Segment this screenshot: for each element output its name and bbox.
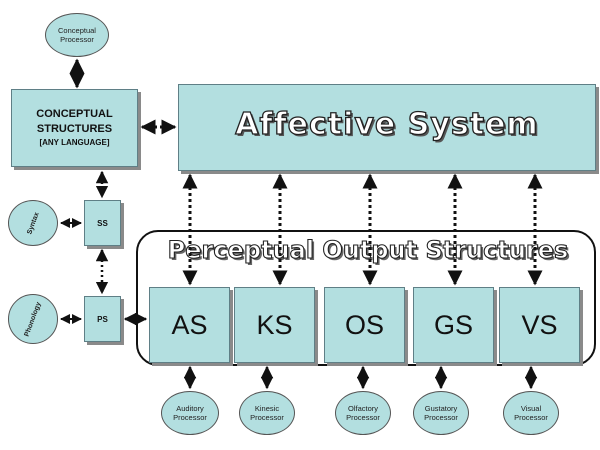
phonology-label: Phonology: [23, 300, 43, 338]
output-label-as: AS: [171, 309, 208, 340]
output-box-ks: KS: [234, 287, 315, 363]
ss-label: SS: [97, 218, 108, 228]
syntax-node: Syntax: [8, 200, 58, 246]
output-label-os: OS: [344, 309, 384, 340]
conceptual-structures-title: CONCEPTUAL STRUCTURES: [36, 108, 113, 135]
conceptual-structures-subtitle: [ANY LANGUAGE]: [39, 138, 110, 147]
syntax-label: Syntax: [25, 211, 41, 235]
output-label-gs: GS: [433, 309, 473, 340]
ps-box: PS: [84, 296, 121, 342]
output-box-as: AS: [149, 287, 230, 363]
kinesic-processor-line-2: Processor: [250, 413, 284, 422]
visual-processor-line-1: Visual: [520, 404, 542, 413]
kinesic-processor-line-1: Kinesic: [254, 404, 280, 413]
output-box-os: OS: [324, 287, 405, 363]
olfactory-processor-line-2: Processor: [346, 413, 380, 422]
ps-label: PS: [97, 314, 108, 324]
conceptual-structures-box: CONCEPTUAL STRUCTURES [ANY LANGUAGE]: [11, 89, 138, 167]
output-box-gs: GS: [413, 287, 494, 363]
affective-system-box: Affective System: [178, 84, 596, 171]
ss-box: SS: [84, 200, 121, 246]
gustatory-processor-line-2: Processor: [424, 413, 458, 422]
phonology-node: Phonology: [8, 294, 58, 344]
auditory-processor-line-2: Processor: [173, 413, 207, 422]
auditory-processor-line-1: Auditory: [176, 404, 204, 413]
output-box-vs: VS: [499, 287, 580, 363]
conceptual-processor-line-1: Conceptual: [58, 26, 96, 35]
conceptual-processor-line-2: Processor: [60, 35, 94, 44]
output-label-ks: KS: [256, 309, 293, 340]
output-label-vs: VS: [521, 309, 558, 340]
olfactory-processor-line-1: Olfactory: [347, 404, 378, 413]
gustatory-processor-line-1: Gustatory: [424, 404, 458, 413]
visual-processor-line-2: Processor: [514, 413, 548, 422]
affective-system-title: Affective System: [235, 106, 539, 142]
conceptual-processor-node: Conceptual Processor: [45, 13, 109, 57]
perceptual-output-structures-title: Perceptual Output Structures: [167, 235, 569, 264]
